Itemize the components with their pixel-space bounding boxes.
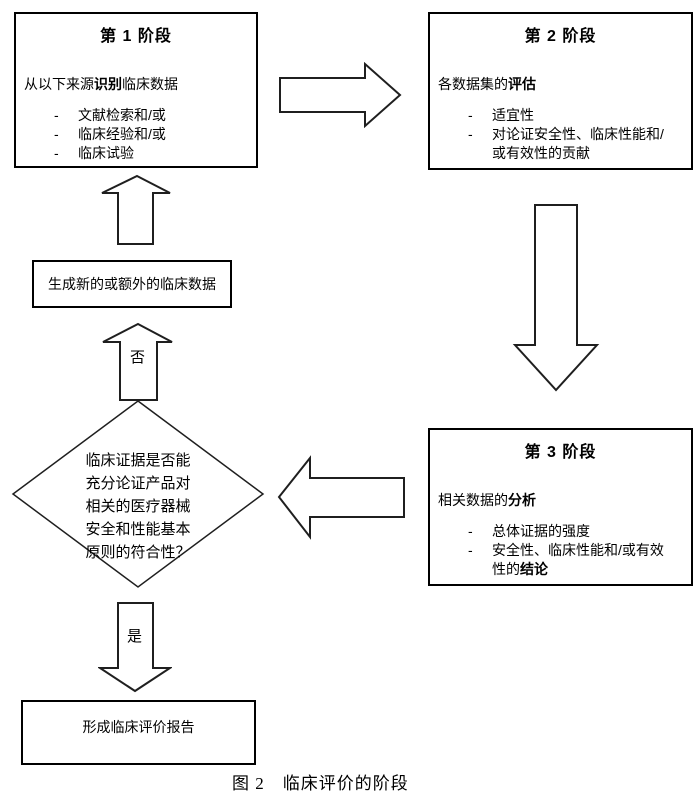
list-item: - 文献检索和/或	[16, 106, 256, 125]
stage2-bullet-list: - 适宜性 - 对论证安全性、临床性能和/或有效性的贡献	[430, 106, 691, 163]
arrow-generate-to-stage1	[101, 174, 171, 245]
figure-caption-label: 图 2	[232, 774, 265, 793]
stage1-body: 从以下来源识别临床数据	[24, 74, 250, 94]
list-item: - 适宜性	[430, 106, 691, 125]
list-item: - 安全性、临床性能和/或有效性的结论	[430, 541, 691, 579]
bullet-text: 文献检索和/或	[78, 106, 166, 125]
bullet-dash: -	[54, 126, 59, 142]
list-item: - 总体证据的强度	[430, 522, 691, 541]
bullet-text: 适宜性	[492, 106, 534, 125]
decision-line: 原则的符合性？	[85, 544, 191, 561]
yes-branch-label: 是	[127, 628, 143, 645]
bullet-dash: -	[468, 542, 473, 558]
stage3-body-pre: 相关数据的	[438, 492, 508, 508]
bullet-dash: -	[54, 145, 59, 161]
arrow-decision-yes-to-report	[98, 602, 172, 693]
arrow-stage2-to-stage3	[512, 204, 600, 392]
bullet-text: 对论证安全性、临床性能和/或有效性的贡献	[492, 125, 670, 163]
stage1-box: 第 1 阶段 从以下来源识别临床数据 - 文献检索和/或 - 临床经验和/或 - 临床…	[14, 12, 258, 168]
decision-line: 相关的医疗器械	[85, 498, 191, 515]
stage1-bullet-list: - 文献检索和/或 - 临床经验和/或 - 临床试验	[16, 106, 256, 163]
bullet-text: 临床试验	[78, 144, 134, 163]
stage1-body-post: 临床数据	[122, 76, 178, 92]
no-branch-label: 否	[130, 349, 146, 366]
stage3-title: 第 3 阶段	[524, 444, 597, 461]
arrow-decision-no-to-generate	[102, 322, 173, 401]
bullet-text-main: 文献检索和/或	[78, 107, 166, 123]
bullet-text-bold: 结论	[520, 561, 548, 577]
bullet-dash: -	[54, 107, 59, 123]
arrow-stage1-to-stage2	[279, 62, 402, 128]
bullet-dash: -	[468, 126, 473, 142]
arrow-stage3-to-decision	[277, 455, 405, 540]
stage3-body: 相关数据的分析	[438, 490, 685, 510]
stage2-body: 各数据集的评估	[438, 74, 685, 94]
bullet-text-main: 总体证据的强度	[492, 523, 590, 539]
decision-question: 临床证据是否能 充分论证产品对 相关的医疗器械 安全和性能基本 原则的符合性？	[30, 449, 246, 564]
bullet-text-main: 临床试验	[78, 145, 134, 161]
bullet-text: 总体证据的强度	[492, 522, 590, 541]
stage2-body-bold: 评估	[508, 76, 536, 92]
stage3-box: 第 3 阶段 相关数据的分析 - 总体证据的强度 - 安全性、临床性能和/或有效性的…	[428, 428, 693, 586]
list-item: - 临床试验	[16, 144, 256, 163]
generate-data-box: 生成新的或额外的临床数据	[32, 260, 232, 308]
bullet-dash: -	[468, 107, 473, 123]
report-box: 形成临床评价报告	[21, 700, 256, 765]
figure-caption-title: 临床评价的阶段	[282, 774, 409, 793]
stage1-body-pre: 从以下来源	[24, 76, 94, 92]
bullet-text-main: 安全性、临床性能和/或有效性的	[492, 542, 664, 577]
stage2-box: 第 2 阶段 各数据集的评估 - 适宜性 - 对论证安全性、临床性能和/或有效性的贡…	[428, 12, 693, 170]
decision-line: 充分论证产品对	[85, 475, 191, 492]
decision-line: 临床证据是否能	[85, 452, 191, 469]
stage2-title: 第 2 阶段	[524, 28, 597, 45]
bullet-text-main: 适宜性	[492, 107, 534, 123]
decision-diamond	[11, 400, 265, 588]
decision-line: 安全和性能基本	[85, 521, 191, 538]
stage1-title: 第 1 阶段	[100, 28, 172, 45]
list-item: - 临床经验和/或	[16, 125, 256, 144]
bullet-text-main: 对论证安全性、临床性能和/或有效性的贡献	[492, 126, 664, 161]
stage2-body-pre: 各数据集的	[438, 76, 508, 92]
stage3-bullet-list: - 总体证据的强度 - 安全性、临床性能和/或有效性的结论	[430, 522, 691, 579]
bullet-text: 临床经验和/或	[78, 125, 166, 144]
bullet-text: 安全性、临床性能和/或有效性的结论	[492, 541, 670, 579]
bullet-dash: -	[468, 523, 473, 539]
stage3-body-bold: 分析	[508, 492, 536, 508]
report-label: 形成临床评价报告	[82, 719, 195, 735]
stage1-body-bold: 识别	[94, 76, 122, 92]
bullet-text-main: 临床经验和/或	[78, 126, 166, 142]
list-item: - 对论证安全性、临床性能和/或有效性的贡献	[430, 125, 691, 163]
figure-caption: 图 2 临床评价的阶段	[232, 769, 409, 794]
generate-data-label: 生成新的或额外的临床数据	[48, 276, 216, 292]
